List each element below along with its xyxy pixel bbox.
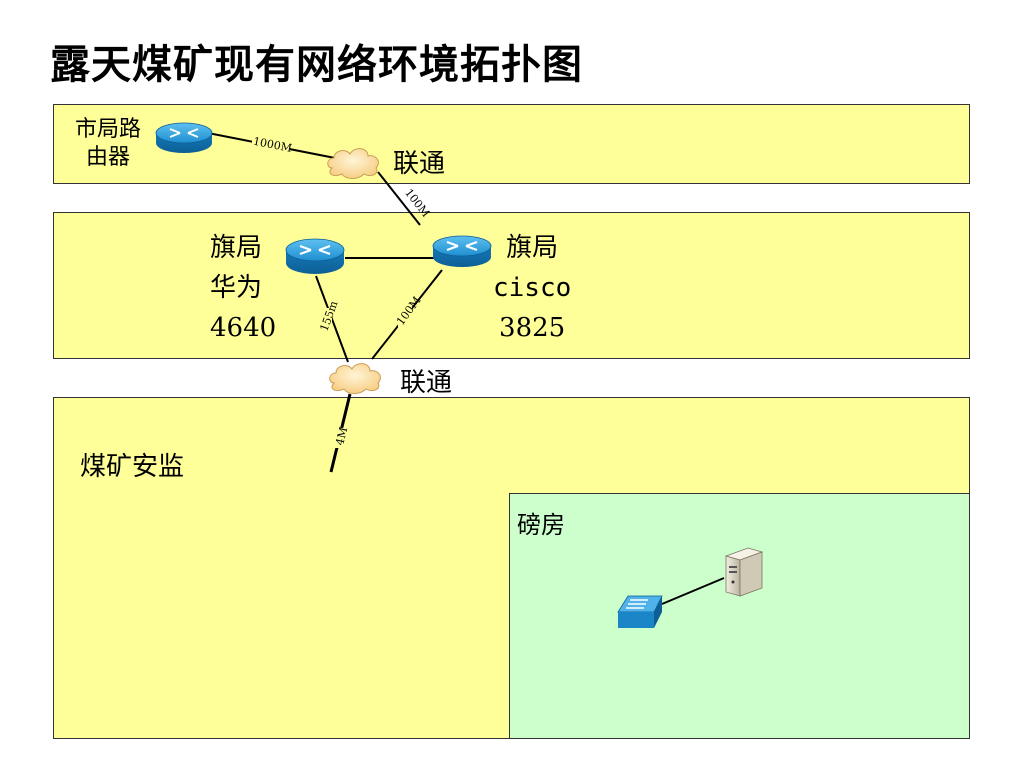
zone-weighhouse — [509, 493, 970, 739]
link-cloud-to-cisco — [377, 171, 421, 226]
cisco-router-label: 旗局 cisco 3825 — [493, 233, 572, 343]
router-icon — [285, 238, 345, 274]
svg-text:4M: 4M — [333, 426, 350, 447]
cloud-top-label: 联通 — [393, 149, 446, 179]
page-title: 露天煤矿现有网络环境拓扑图 — [50, 42, 583, 88]
zone-banner-bureau — [53, 212, 970, 359]
cloud-mid-label: 联通 — [400, 368, 453, 398]
svg-text:100M: 100M — [402, 186, 432, 219]
zone-weighhouse-label: 磅房 — [517, 511, 565, 539]
link-switch-to-server — [661, 577, 725, 605]
link-label-city-to-cloud: 1000M — [252, 135, 293, 155]
router-icon — [432, 235, 492, 267]
router-icon — [155, 122, 213, 153]
link-label-cloud-to-mine: 4M — [333, 426, 350, 448]
link-label-huawei-to-cloud: 155m — [318, 299, 341, 334]
link-label-cisco-to-cloud: 100M — [394, 294, 424, 328]
cloud-icon — [327, 148, 379, 179]
server-icon — [724, 547, 764, 597]
zone-mine-label: 煤矿安监 — [80, 452, 185, 482]
city-router-label: 市局路 由器 — [75, 117, 142, 170]
link-label-cloud-to-cisco: 100M — [402, 186, 432, 219]
switch-icon — [617, 595, 663, 628]
cloud-icon — [329, 363, 381, 394]
huawei-router-label: 旗局 华为 4640 — [210, 233, 277, 343]
svg-text:1000M: 1000M — [252, 135, 293, 155]
